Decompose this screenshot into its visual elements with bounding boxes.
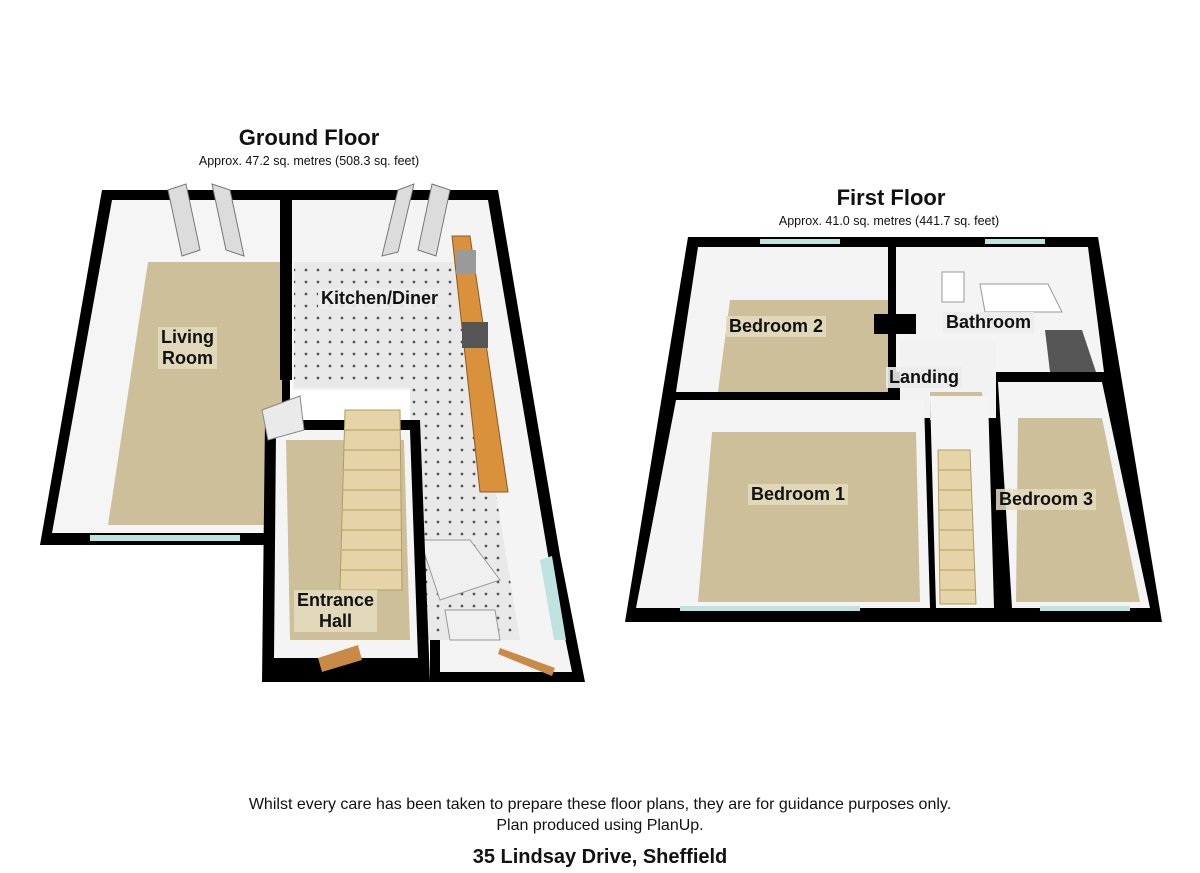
room-label-line: Room: [162, 348, 213, 368]
disclaimer-text: Whilst every care has been taken to prep…: [248, 796, 952, 813]
shower-icon: [1045, 330, 1096, 372]
worktop: [451, 235, 509, 493]
window: [90, 535, 240, 541]
back-door: [498, 648, 555, 676]
window: [985, 239, 1045, 244]
room-label-bedroom-2: Bedroom 2: [726, 316, 827, 337]
ground-floor-plan: [40, 183, 585, 682]
ground-floor-title: Ground Floor: [238, 125, 380, 150]
kitchen-diner: [280, 190, 585, 682]
first-floor-plan: [625, 237, 1162, 622]
toilet-icon: [941, 271, 965, 303]
french-doors: [381, 183, 451, 257]
room-label-bedroom-1: Bedroom 1: [748, 484, 849, 505]
staircase: [339, 409, 403, 591]
window: [680, 606, 860, 611]
french-doors: [167, 183, 245, 257]
front-door: [318, 645, 362, 672]
credit-text: Plan produced using PlanUp.: [496, 817, 704, 834]
sink-icon: [456, 250, 476, 274]
hob-icon: [462, 322, 488, 348]
property-address: 35 Lindsay Drive, Sheffield: [472, 846, 728, 868]
entrance-hall: [261, 395, 430, 682]
room-label-entrance-hall: Entrance Hall: [294, 590, 378, 632]
first-floor-area: Approx. 41.0 sq. metres (441.7 sq. feet): [778, 214, 1000, 228]
room-label-line: Hall: [319, 611, 353, 631]
room-label-landing: Landing: [886, 367, 962, 388]
staircase: [930, 396, 994, 608]
room-label-kitchen-diner: Kitchen/Diner: [318, 288, 442, 309]
living-room: [40, 190, 290, 545]
bath-icon: [979, 283, 1063, 313]
window: [540, 556, 566, 640]
bedroom-1: [636, 400, 930, 611]
first-floor-title: First Floor: [836, 185, 946, 210]
window: [760, 239, 840, 244]
room-label-bedroom-3: Bedroom 3: [996, 489, 1097, 510]
room-label-bathroom: Bathroom: [943, 312, 1034, 333]
ground-floor-area: Approx. 47.2 sq. metres (508.3 sq. feet): [198, 154, 420, 168]
window: [1040, 606, 1130, 611]
room-label-line: Living: [161, 327, 214, 347]
room-label-living-room: Living Room: [158, 327, 217, 369]
room-label-line: Entrance: [297, 590, 375, 610]
